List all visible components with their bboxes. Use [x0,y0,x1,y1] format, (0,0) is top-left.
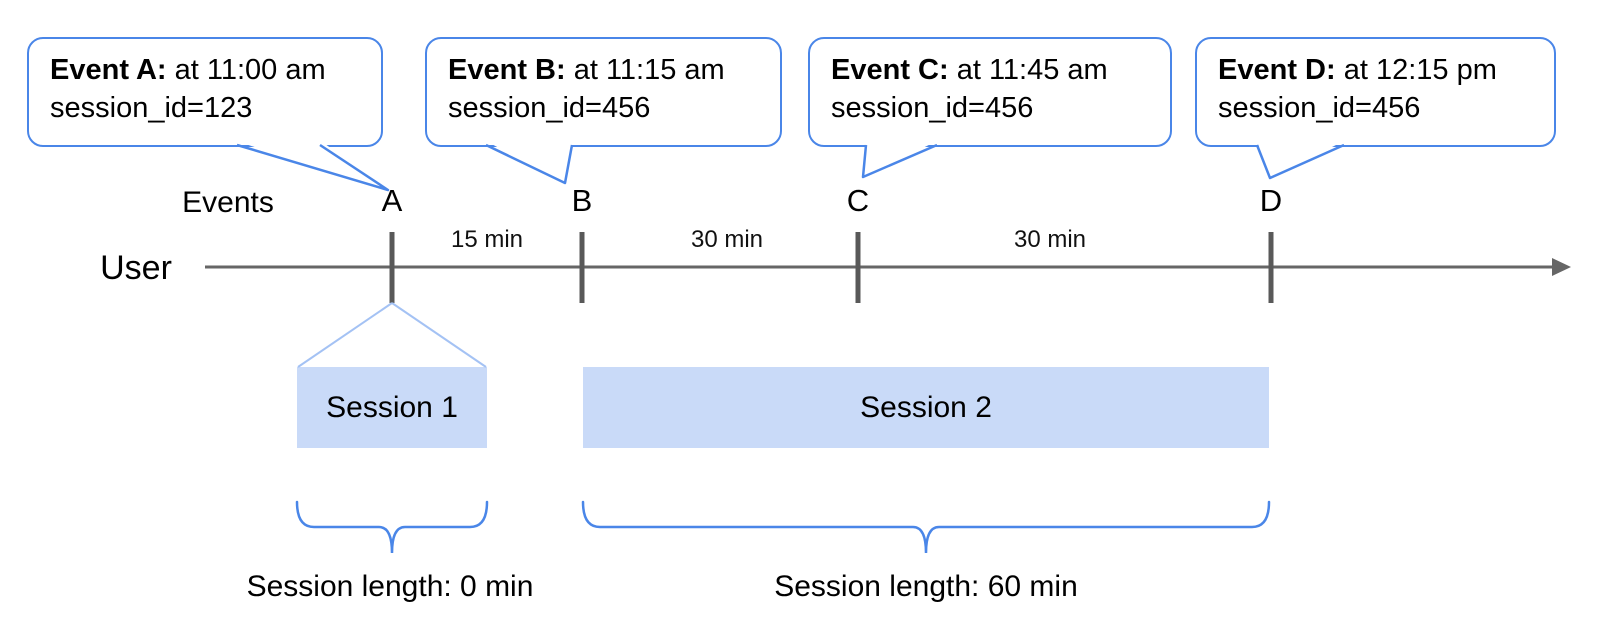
session-2-label: Session 2 [860,390,992,424]
interval-c-d-label: 30 min [1013,226,1087,253]
callout-tail-d-stroke [1255,143,1345,180]
event-c-name: Event C: [831,54,949,86]
event-a-name: Event A: [50,54,167,86]
session-1-label: Session 1 [326,390,458,424]
callout-event-a-line1: Event A: at 11:00 am [50,51,381,89]
callout-tail-a [236,141,390,192]
callout-event-b: Event B: at 11:15 am session_id=456 [425,37,782,147]
callout-tail-a-fill [236,141,388,190]
callout-event-c: Event C: at 11:45 am session_id=456 [808,37,1172,147]
session-1-bar: Session 1 [297,367,487,448]
callout-event-b-line1: Event B: at 11:15 am [448,51,780,89]
events-row-label: Events [182,186,274,219]
session-2-bar: Session 2 [583,367,1269,448]
event-c-time: at 11:45 am [948,54,1108,86]
event-marker-b: B [571,183,593,218]
event-d-name: Event D: [1218,54,1336,86]
session-1-length-label: Session length: 0 min [246,570,534,603]
session-2-brace [581,500,1271,554]
event-a-time: at 11:00 am [166,54,326,86]
callout-tail-c-stroke [861,143,938,179]
event-c-session-id: session_id=456 [831,92,1034,124]
callout-tail-b-stroke [485,143,574,185]
event-d-session-id: session_id=456 [1218,92,1421,124]
timeline-arrowhead-icon [1552,258,1571,276]
event-marker-a: A [381,183,403,218]
callout-event-d-line1: Event D: at 12:15 pm [1218,51,1554,89]
callout-tail-a-stroke [236,143,390,192]
interval-a-b-label: 15 min [450,226,524,253]
event-b-session-id: session_id=456 [448,92,651,124]
session-1-funnel-left [297,302,393,368]
user-row-label: User [100,249,172,287]
event-marker-d: D [1259,183,1283,218]
session-1-brace [295,500,489,554]
callout-tail-b-fill [486,141,572,183]
callout-event-c-line1: Event C: at 11:45 am [831,51,1170,89]
event-d-time: at 12:15 pm [1335,54,1497,86]
callout-event-a: Event A: at 11:00 am session_id=123 [27,37,383,147]
callout-tail-b [485,141,574,185]
callout-event-d: Event D: at 12:15 pm session_id=456 [1195,37,1556,147]
event-b-time: at 11:15 am [565,54,725,86]
session-1-funnel [297,302,487,368]
event-b-name: Event B: [448,54,566,86]
session-2-length-label: Session length: 60 min [774,570,1078,603]
event-a-session-id: session_id=123 [50,92,253,124]
session-1-funnel-right [391,302,487,368]
event-marker-c: C [846,183,870,218]
interval-b-c-label: 30 min [690,226,764,253]
